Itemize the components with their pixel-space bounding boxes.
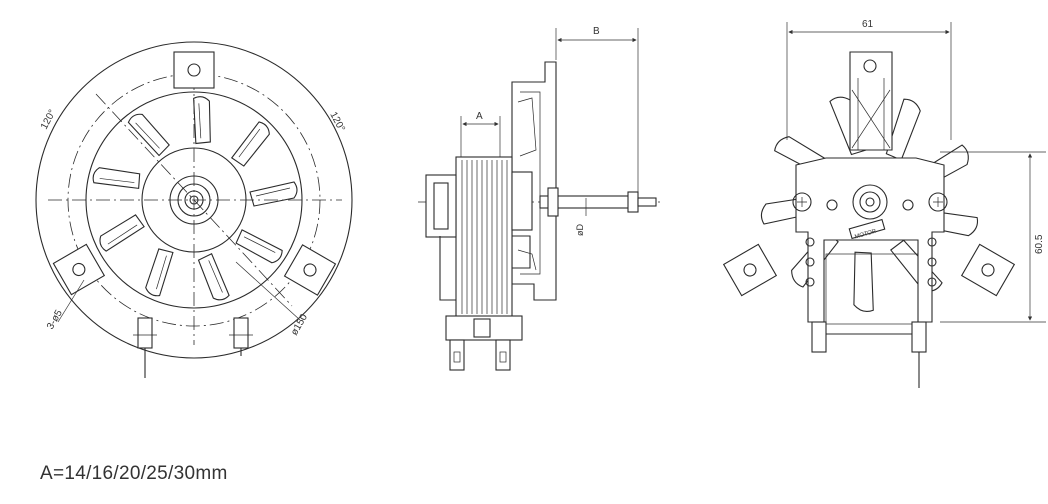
rear-terminal-right	[911, 321, 927, 388]
rear-view: 61 60.5	[722, 19, 1046, 388]
impeller-blade	[127, 113, 170, 157]
impeller-blade	[230, 121, 270, 167]
rear-fan-blade	[916, 209, 979, 237]
rear-terminal-left	[811, 321, 827, 353]
back-plate	[511, 61, 557, 301]
rear-fan-blade	[912, 144, 969, 191]
impeller-blade-slot	[255, 187, 291, 197]
mount-tab-left	[52, 243, 106, 296]
nameplate	[848, 218, 886, 240]
hub	[169, 175, 219, 225]
dim-a-label: A	[476, 111, 483, 122]
front-view: 120° 120° 3-ø5 ø150	[35, 41, 353, 378]
shaft: øD	[539, 191, 657, 236]
side-view: B A	[418, 26, 660, 371]
impeller-blade	[193, 96, 211, 145]
impeller-blade	[92, 167, 141, 189]
rear-main-bracket: MOTOR	[792, 157, 948, 335]
rear-fan-blade	[853, 251, 874, 312]
bearing-left	[425, 174, 457, 238]
hole-label: 3-ø5	[45, 308, 65, 332]
impeller-blade-slot	[99, 178, 135, 183]
impeller-blade	[197, 253, 230, 301]
impeller-blade-slot	[243, 236, 276, 253]
rear-fan-blade	[791, 230, 839, 288]
diameter-label: ø150	[289, 312, 310, 338]
outer-rim-circle	[35, 41, 353, 359]
impeller-blade	[235, 229, 283, 264]
angle-label-left: 120°	[39, 108, 58, 131]
impeller	[85, 91, 303, 309]
rear-tab-right	[960, 243, 1016, 297]
impeller-blade	[145, 248, 174, 297]
spec-text: A=14/16/20/25/30mm	[40, 463, 228, 484]
rear-tab-left	[722, 243, 778, 297]
rear-fan-blade	[885, 98, 921, 161]
impeller-blades	[92, 96, 298, 301]
impeller-blade-slot	[198, 103, 202, 139]
impeller-blade-slot	[238, 128, 261, 158]
rear-fan-blade	[774, 136, 835, 179]
impeller-blade-slot	[135, 122, 160, 149]
impeller-blade	[249, 181, 298, 207]
impeller-blade-slot	[107, 224, 138, 245]
rear-fan-blade	[760, 195, 821, 225]
dim-b-label: B	[593, 26, 600, 37]
angle-label-right: 120°	[327, 110, 346, 133]
impeller-blade-slot	[208, 260, 223, 293]
dim-width-label: 61	[862, 19, 874, 30]
mount-tab-top	[173, 51, 215, 89]
terminal-block	[445, 315, 523, 371]
dim-height-label: 60.5	[1034, 234, 1045, 254]
impeller-blade-slot	[156, 255, 167, 290]
mount-tab-right	[283, 244, 337, 296]
rear-top-bracket	[849, 51, 893, 151]
front-terminal-left	[133, 317, 157, 378]
shaft-diameter-label: øD	[575, 224, 585, 236]
front-terminal-right	[229, 317, 253, 356]
impeller-blade	[99, 214, 145, 252]
coil-stack	[455, 156, 513, 318]
